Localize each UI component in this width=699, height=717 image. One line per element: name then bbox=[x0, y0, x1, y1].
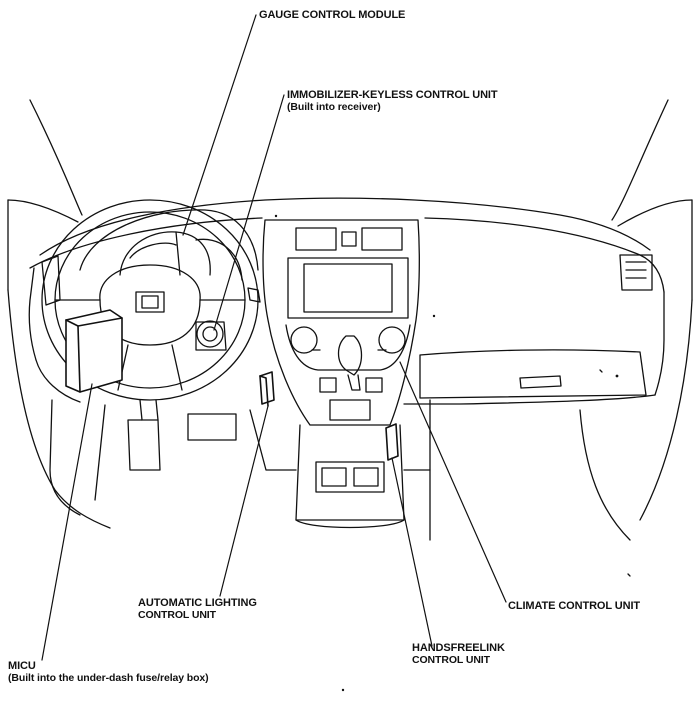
ignition-switch bbox=[195, 320, 227, 351]
immobilizer-note: (Built into receiver) bbox=[287, 101, 381, 113]
windshield-frame bbox=[7, 99, 693, 227]
label-gauge-control-module: GAUGE CONTROL MODULE bbox=[259, 9, 406, 21]
leader-lines bbox=[41, 14, 507, 661]
center-stack bbox=[262, 219, 420, 426]
handsfreelink-line2: CONTROL UNIT bbox=[412, 654, 490, 666]
automatic-lighting-line2: CONTROL UNIT bbox=[138, 609, 216, 621]
handsfreelink-line1: HANDSFREELINK bbox=[412, 642, 505, 654]
glove-box bbox=[419, 349, 647, 399]
micu-title: MICU bbox=[8, 660, 36, 672]
micu-note: (Built into the under-dash fuse/relay bo… bbox=[8, 672, 209, 684]
automatic-lighting-unit bbox=[259, 371, 275, 407]
handsfreelink-unit bbox=[385, 423, 399, 461]
door-edges bbox=[7, 199, 693, 529]
steering-wheel bbox=[41, 199, 259, 401]
dashboard-top bbox=[28, 197, 665, 405]
label-micu: MICU (Built into the under-dash fuse/rel… bbox=[8, 660, 209, 684]
micu-box bbox=[65, 309, 123, 393]
immobilizer-title: IMMOBILIZER-KEYLESS CONTROL UNIT bbox=[287, 89, 498, 101]
label-immobilizer-keyless-control-unit: IMMOBILIZER-KEYLESS CONTROL UNIT (Built … bbox=[287, 89, 498, 113]
label-handsfreelink-control-unit: HANDSFREELINK CONTROL UNIT bbox=[412, 642, 505, 666]
specks bbox=[274, 214, 619, 692]
side-vents bbox=[41, 254, 653, 306]
label-climate-control-unit: CLIMATE CONTROL UNIT bbox=[508, 600, 641, 612]
automatic-lighting-line1: AUTOMATIC LIGHTING bbox=[138, 597, 257, 609]
label-automatic-lighting-control-unit: AUTOMATIC LIGHTING CONTROL UNIT bbox=[138, 597, 257, 621]
center-console bbox=[295, 424, 405, 529]
floor-outline bbox=[49, 399, 631, 577]
